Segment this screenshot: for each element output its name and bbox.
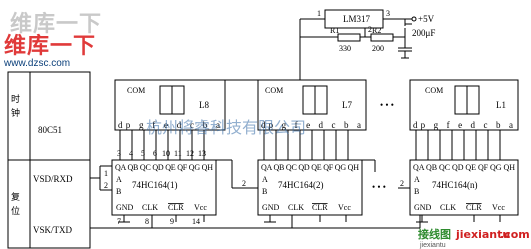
display-l1-pins: dp g f e d c b a (413, 120, 513, 130)
reset-label-char1: 复 (11, 191, 20, 202)
register-n-pin2: 2 (400, 179, 404, 188)
pin-num-11: 11 (174, 149, 182, 158)
register-n-name: 74HC164(n) (432, 180, 478, 190)
r2-value: 200 (372, 44, 384, 53)
watermark-logo: 维库一下 (4, 33, 97, 58)
watermark-bottom-cn: 接线图 (418, 227, 451, 241)
register-1-outputs: QA QB QC QD QE QF QG QH (115, 163, 213, 172)
r1-resistor (337, 33, 361, 42)
display-l7-com: COM (265, 86, 283, 95)
pin-num-4: 4 (129, 149, 133, 158)
register-2-a: A (262, 175, 268, 184)
register-n-gnd: GND (414, 203, 432, 212)
register-n (398, 159, 519, 223)
register-2-clr: CLR (312, 203, 328, 212)
supply-terminal (411, 16, 417, 22)
display-l1-id: L1 (496, 100, 506, 110)
pin-num-6: 6 (153, 149, 157, 158)
pin-num-12: 12 (186, 149, 194, 158)
pin-num-13: 13 (198, 149, 206, 158)
register-2-name: 74HC164(2) (278, 180, 324, 190)
display-l8 (114, 79, 226, 131)
register-n-vcc: Vcc (492, 203, 505, 212)
register-2-clk: CLK (288, 203, 304, 212)
register-2-outputs: QA QB QC QD QE QF QG QH (261, 163, 359, 172)
display-l1-com: COM (425, 86, 443, 95)
register-2 (257, 159, 376, 223)
watermark-bottom-site: jiexiantu (455, 228, 510, 241)
register-1-pin1: 1 (104, 169, 108, 178)
segment-bus-2 (263, 130, 349, 160)
register-1-vcc: Vcc (194, 203, 207, 212)
lm317-pin2: 2 (368, 25, 372, 34)
register-1-pin2: 2 (104, 181, 108, 190)
mcu-txd-label: VSK/TXD (33, 225, 73, 235)
register-2-vcc: Vcc (338, 203, 351, 212)
register-1-pin9: 9 (170, 217, 174, 226)
r2-resistor (370, 33, 394, 42)
register-1-clk: CLK (142, 203, 158, 212)
segment-bus-n (415, 130, 501, 160)
display-l7-id: L7 (342, 100, 352, 110)
register-1-a: A (116, 175, 122, 184)
r2-label: R2 (372, 26, 381, 35)
register-1-clr: CLR (168, 203, 184, 212)
watermark-bottom-com: .com (500, 228, 530, 241)
watermark-center: 杭州将睿科技有限公司 (146, 118, 306, 137)
register-n-clr: CLR (466, 203, 482, 212)
register-1-name: 74HC164(1) (132, 180, 178, 190)
lm317-pin3: 3 (386, 9, 390, 18)
register-1-gnd: GND (116, 203, 134, 212)
supply-voltage-label: +5V (418, 14, 435, 24)
r1-label: R1 (330, 26, 339, 35)
mcu-block (7, 71, 421, 249)
register-n-b: B (414, 187, 419, 196)
segment-bus-1 (119, 130, 205, 160)
pin-num-5: 5 (141, 149, 145, 158)
r1-value: 330 (339, 44, 351, 53)
display-l8-com: COM (127, 86, 145, 95)
reset-label-char2: 位 (11, 205, 20, 216)
register-n-clk: CLK (440, 203, 456, 212)
register-n-a: A (414, 175, 420, 184)
display-l8-id: L8 (199, 100, 209, 110)
watermark-site-url: www.dzsc.com (3, 58, 70, 69)
register-2-b: B (262, 187, 267, 196)
register-n-outputs: QA QB QC QD QE QF QG QH (413, 163, 515, 172)
display-ellipsis: • • • (380, 100, 394, 110)
register-2-pin2: 2 (242, 179, 246, 188)
watermark-bottom-small: jiexiantu (419, 242, 446, 249)
register-2-gnd: GND (262, 203, 280, 212)
lm317-pin1: 1 (317, 9, 321, 18)
clock-label-char1: 时 (11, 93, 20, 104)
register-ellipsis: • • • (372, 182, 386, 192)
mcu-name: 80C51 (38, 125, 62, 135)
pin-num-3: 3 (117, 149, 121, 158)
lm317-label: LM317 (343, 14, 371, 24)
capacitor-value: 200μF (412, 28, 435, 38)
watermark-logo-shadow: 维库一下 (10, 11, 103, 36)
register-1 (111, 159, 258, 228)
register-1-pin7: 7 (117, 217, 121, 226)
register-1-pin14: 14 (192, 217, 200, 226)
register-1-pin8: 8 (145, 217, 149, 226)
mcu-rxd-label: VSD/RXD (33, 174, 73, 184)
pin-num-10: 10 (162, 149, 170, 158)
register-1-b: B (116, 187, 121, 196)
clock-label-char2: 钟 (11, 107, 20, 118)
